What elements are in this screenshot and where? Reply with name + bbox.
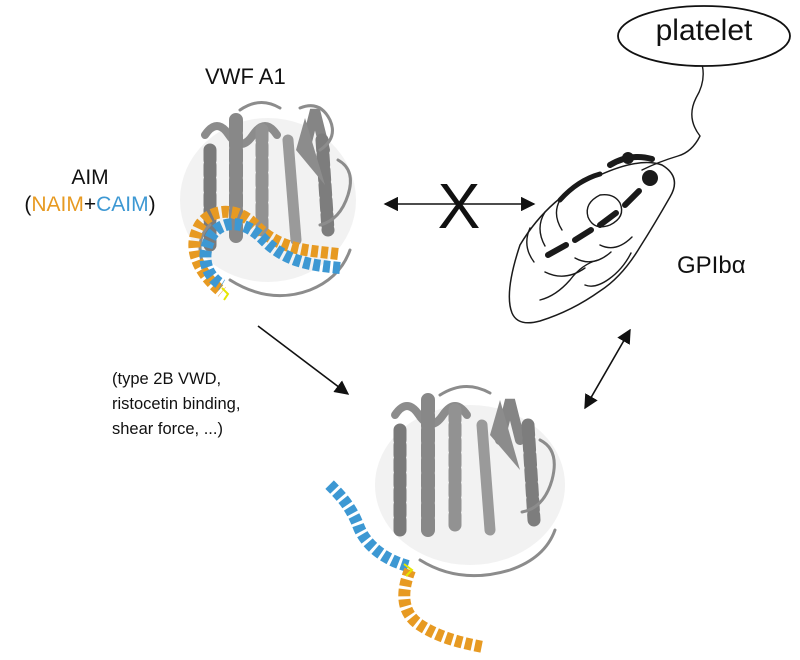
aim-label-group: AIM (NAIM+CAIM) xyxy=(0,165,180,219)
gpib-alpha-label: GPIbα xyxy=(677,252,746,279)
condition-line: ristocetin binding, xyxy=(112,394,241,413)
activation-conditions: (type 2B VWD, ristocetin binding, shear … xyxy=(112,367,322,441)
vwf-a1-label: VWF A1 xyxy=(205,64,286,89)
aim-close-paren: ) xyxy=(148,192,156,216)
caim-ribbon-open xyxy=(323,478,410,572)
caim-label: CAIM xyxy=(96,192,149,216)
vwf-a1-open-structure xyxy=(375,385,565,578)
binding-arrow xyxy=(584,328,631,410)
gpib-alpha-structure xyxy=(508,57,704,324)
naim-label: NAIM xyxy=(31,192,84,216)
blocked-x-mark: X xyxy=(438,170,481,242)
platelet-cell xyxy=(617,5,791,67)
caim-ribbon-closed xyxy=(199,218,341,291)
naim-ribbon-closed xyxy=(188,205,339,297)
aim-composition: (NAIM+CAIM) xyxy=(0,192,180,219)
platelet-label: platelet xyxy=(655,14,753,47)
condition-line: (type 2B VWD, xyxy=(112,370,222,388)
plus-sign: + xyxy=(83,192,97,216)
linker-closed xyxy=(221,287,230,301)
aim-open-paren: ( xyxy=(24,192,32,216)
linker-open xyxy=(403,563,414,577)
aim-label: AIM xyxy=(71,166,109,189)
condition-line: shear force, ...) xyxy=(112,419,223,438)
activation-arrow xyxy=(257,325,350,395)
naim-ribbon-open xyxy=(398,567,485,653)
